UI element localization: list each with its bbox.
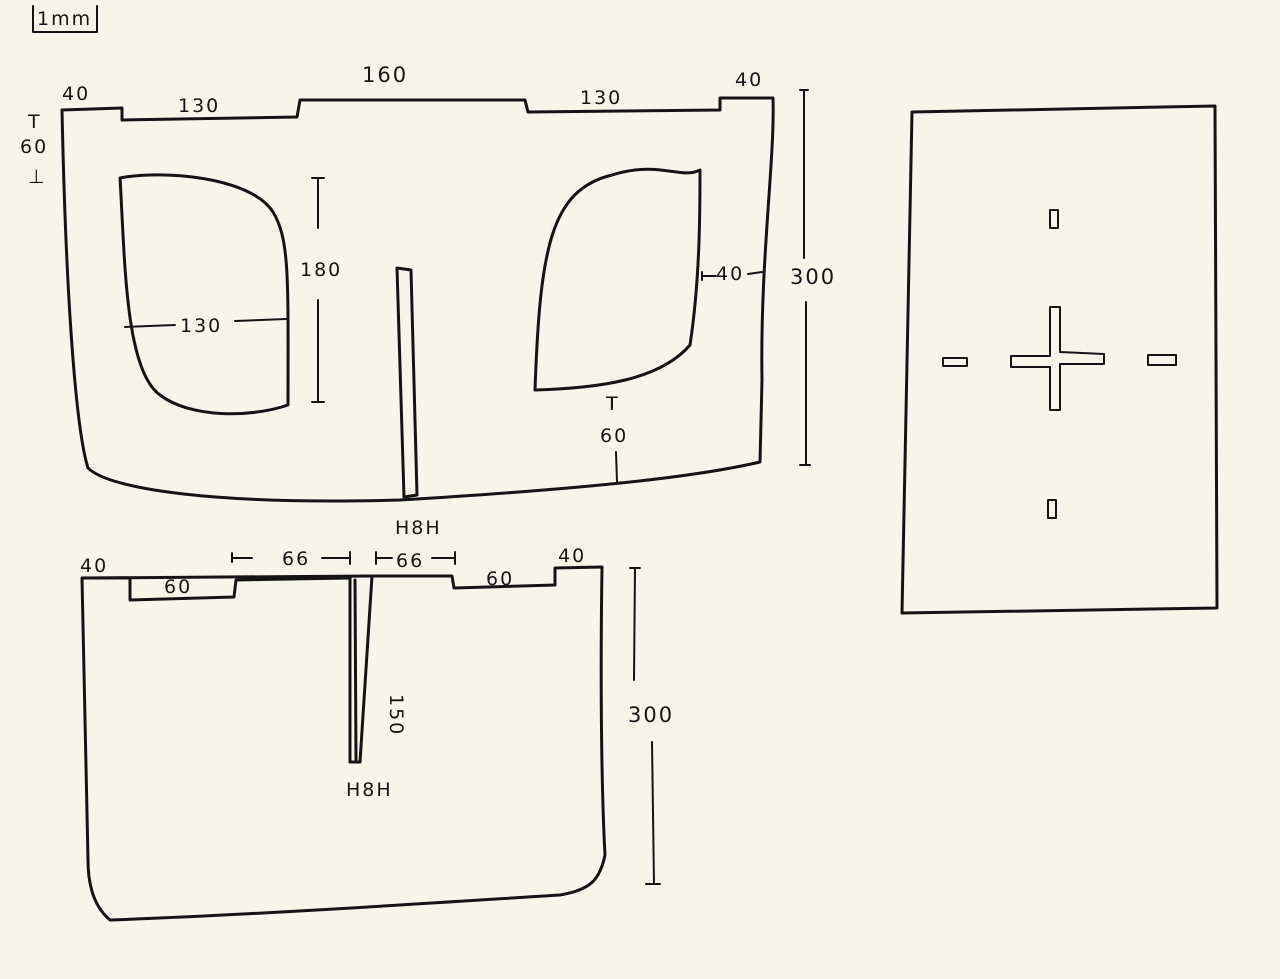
top-slot-width-label: H8H [395, 517, 442, 539]
side-cross-slot [1010, 306, 1105, 411]
top-panel: T 60 ⊥ 40 130 160 130 40 180 130 40 300 … [20, 63, 836, 539]
top-center-slot [395, 266, 419, 499]
side-slot-left [942, 357, 968, 367]
bottom-notch-dim-left [231, 551, 351, 565]
bottom-slot [348, 574, 374, 764]
top-height-label: 300 [790, 265, 836, 289]
bottom-height-label: 300 [628, 703, 674, 727]
bottom-panel-outline [80, 565, 607, 922]
cutout-width-dim [124, 318, 287, 328]
top-panel-outline [60, 96, 775, 503]
side-slot-top [1049, 209, 1059, 229]
tab-height-label: 60 [20, 136, 48, 158]
top-tab-right-label: 40 [735, 69, 763, 91]
side-slot-right [1147, 354, 1177, 366]
bottom-margin-label: 60 [600, 425, 628, 447]
cutout-height-label: 180 [300, 259, 342, 281]
bottom-notch-dim-right [375, 551, 456, 565]
top-left-label: 130 [178, 95, 220, 117]
top-center-label: 160 [362, 63, 408, 87]
bottom-height-dim [629, 567, 661, 885]
tab-height-bottom-mark: ⊥ [28, 166, 47, 188]
bottom-notch-left-label: 66 [282, 548, 310, 570]
top-right-label: 130 [580, 87, 622, 109]
bottom-tab-left-label: 40 [80, 555, 108, 577]
top-tab-left-label: 40 [62, 83, 90, 105]
right-cutout [533, 167, 702, 392]
bottom-slot-width-label: H8H [346, 779, 393, 801]
bottom-right-edge-label: 60 [486, 568, 514, 590]
bottom-tab-right-label: 40 [558, 545, 586, 567]
bottom-panel: 40 60 66 66 60 40 H8H 300 150 [80, 545, 674, 922]
left-cutout [118, 173, 290, 416]
scale-box: 1mm [32, 5, 98, 33]
right-margin-dim [701, 271, 763, 281]
bottom-margin-top-mark: T [605, 393, 620, 415]
bottom-margin-dim [611, 397, 618, 483]
bottom-notch-right-label: 66 [396, 550, 424, 572]
cutout-width-label: 130 [180, 315, 222, 337]
right-margin-label: 40 [716, 263, 744, 285]
bottom-slot-depth-label: 150 [385, 694, 407, 736]
top-height-dim [799, 89, 811, 466]
scale-label: 1mm [37, 8, 92, 30]
cutout-height-dim [311, 177, 325, 403]
tab-height-top-mark: T [27, 111, 42, 133]
bottom-left-edge-label: 60 [164, 576, 192, 598]
side-slot-bottom [1047, 499, 1057, 519]
side-panel-outline [900, 104, 1219, 615]
side-panel [900, 104, 1219, 615]
